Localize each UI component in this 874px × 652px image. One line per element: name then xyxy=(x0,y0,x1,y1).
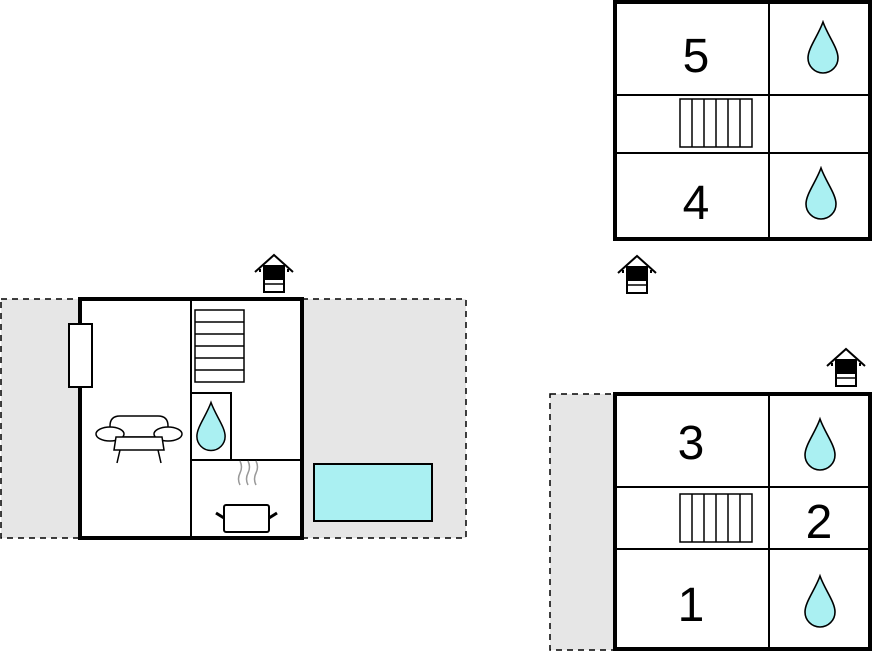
main-house xyxy=(0,254,467,540)
entrance-icon xyxy=(616,254,658,295)
stairs-icon xyxy=(679,98,753,148)
pool-icon xyxy=(313,463,433,522)
bedroom-number: 2 xyxy=(806,496,833,549)
cooking-pot-icon xyxy=(215,460,278,533)
bedroom-number: 1 xyxy=(678,579,705,632)
bedroom-number: 5 xyxy=(683,30,710,83)
annex-terrace xyxy=(549,393,616,651)
entrance-icon xyxy=(826,348,866,387)
bedroom-number: 3 xyxy=(678,417,705,470)
sofa-icon xyxy=(95,415,183,464)
stairs-icon xyxy=(679,493,753,543)
upper-floor: 5 4 xyxy=(613,0,872,295)
bedroom-number: 4 xyxy=(683,177,710,230)
stairs-icon xyxy=(194,309,245,383)
window-icon xyxy=(68,323,93,388)
bathroom-wall xyxy=(190,392,232,461)
annex: 3 2 1 xyxy=(549,348,872,651)
entrance-icon xyxy=(254,254,294,293)
